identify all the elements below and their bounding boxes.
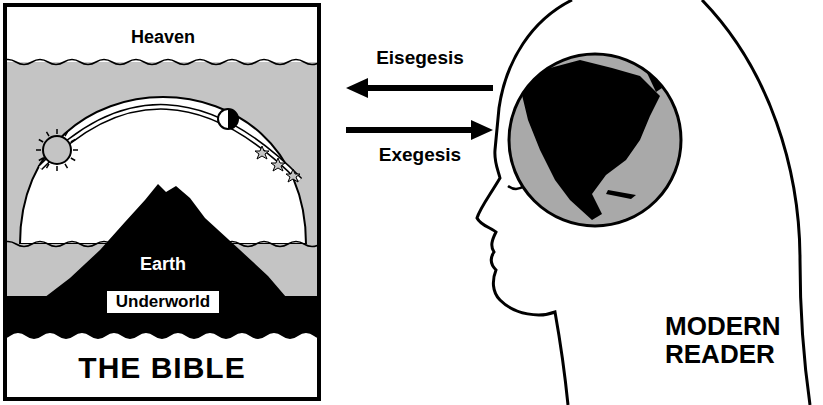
sky-path <box>40 107 300 180</box>
bible-panel: UnderworldTHE BIBLE <box>3 3 321 401</box>
moon <box>218 109 238 129</box>
region-label: Underworld <box>116 292 210 312</box>
globe <box>509 54 681 244</box>
earth-mountain <box>36 184 292 304</box>
arrow-connector <box>346 127 471 133</box>
sun-rays <box>36 129 78 171</box>
sun <box>43 136 71 164</box>
bible-cosmos <box>7 7 317 398</box>
earth-label: Earth <box>140 254 186 275</box>
heaven-label: Heaven <box>131 27 195 48</box>
stars <box>255 146 300 182</box>
reader-title: MODERN READER <box>665 312 800 368</box>
wave-line <box>7 60 317 65</box>
panel-title: THE BIBLE <box>7 351 317 386</box>
reader-head: MODERN READER <box>495 0 823 405</box>
arrow-connector <box>368 85 493 91</box>
arrow-label: Exegesis <box>379 144 461 166</box>
arrow-label: Eisegesis <box>376 47 464 69</box>
underworld-box: Underworld <box>105 289 221 315</box>
